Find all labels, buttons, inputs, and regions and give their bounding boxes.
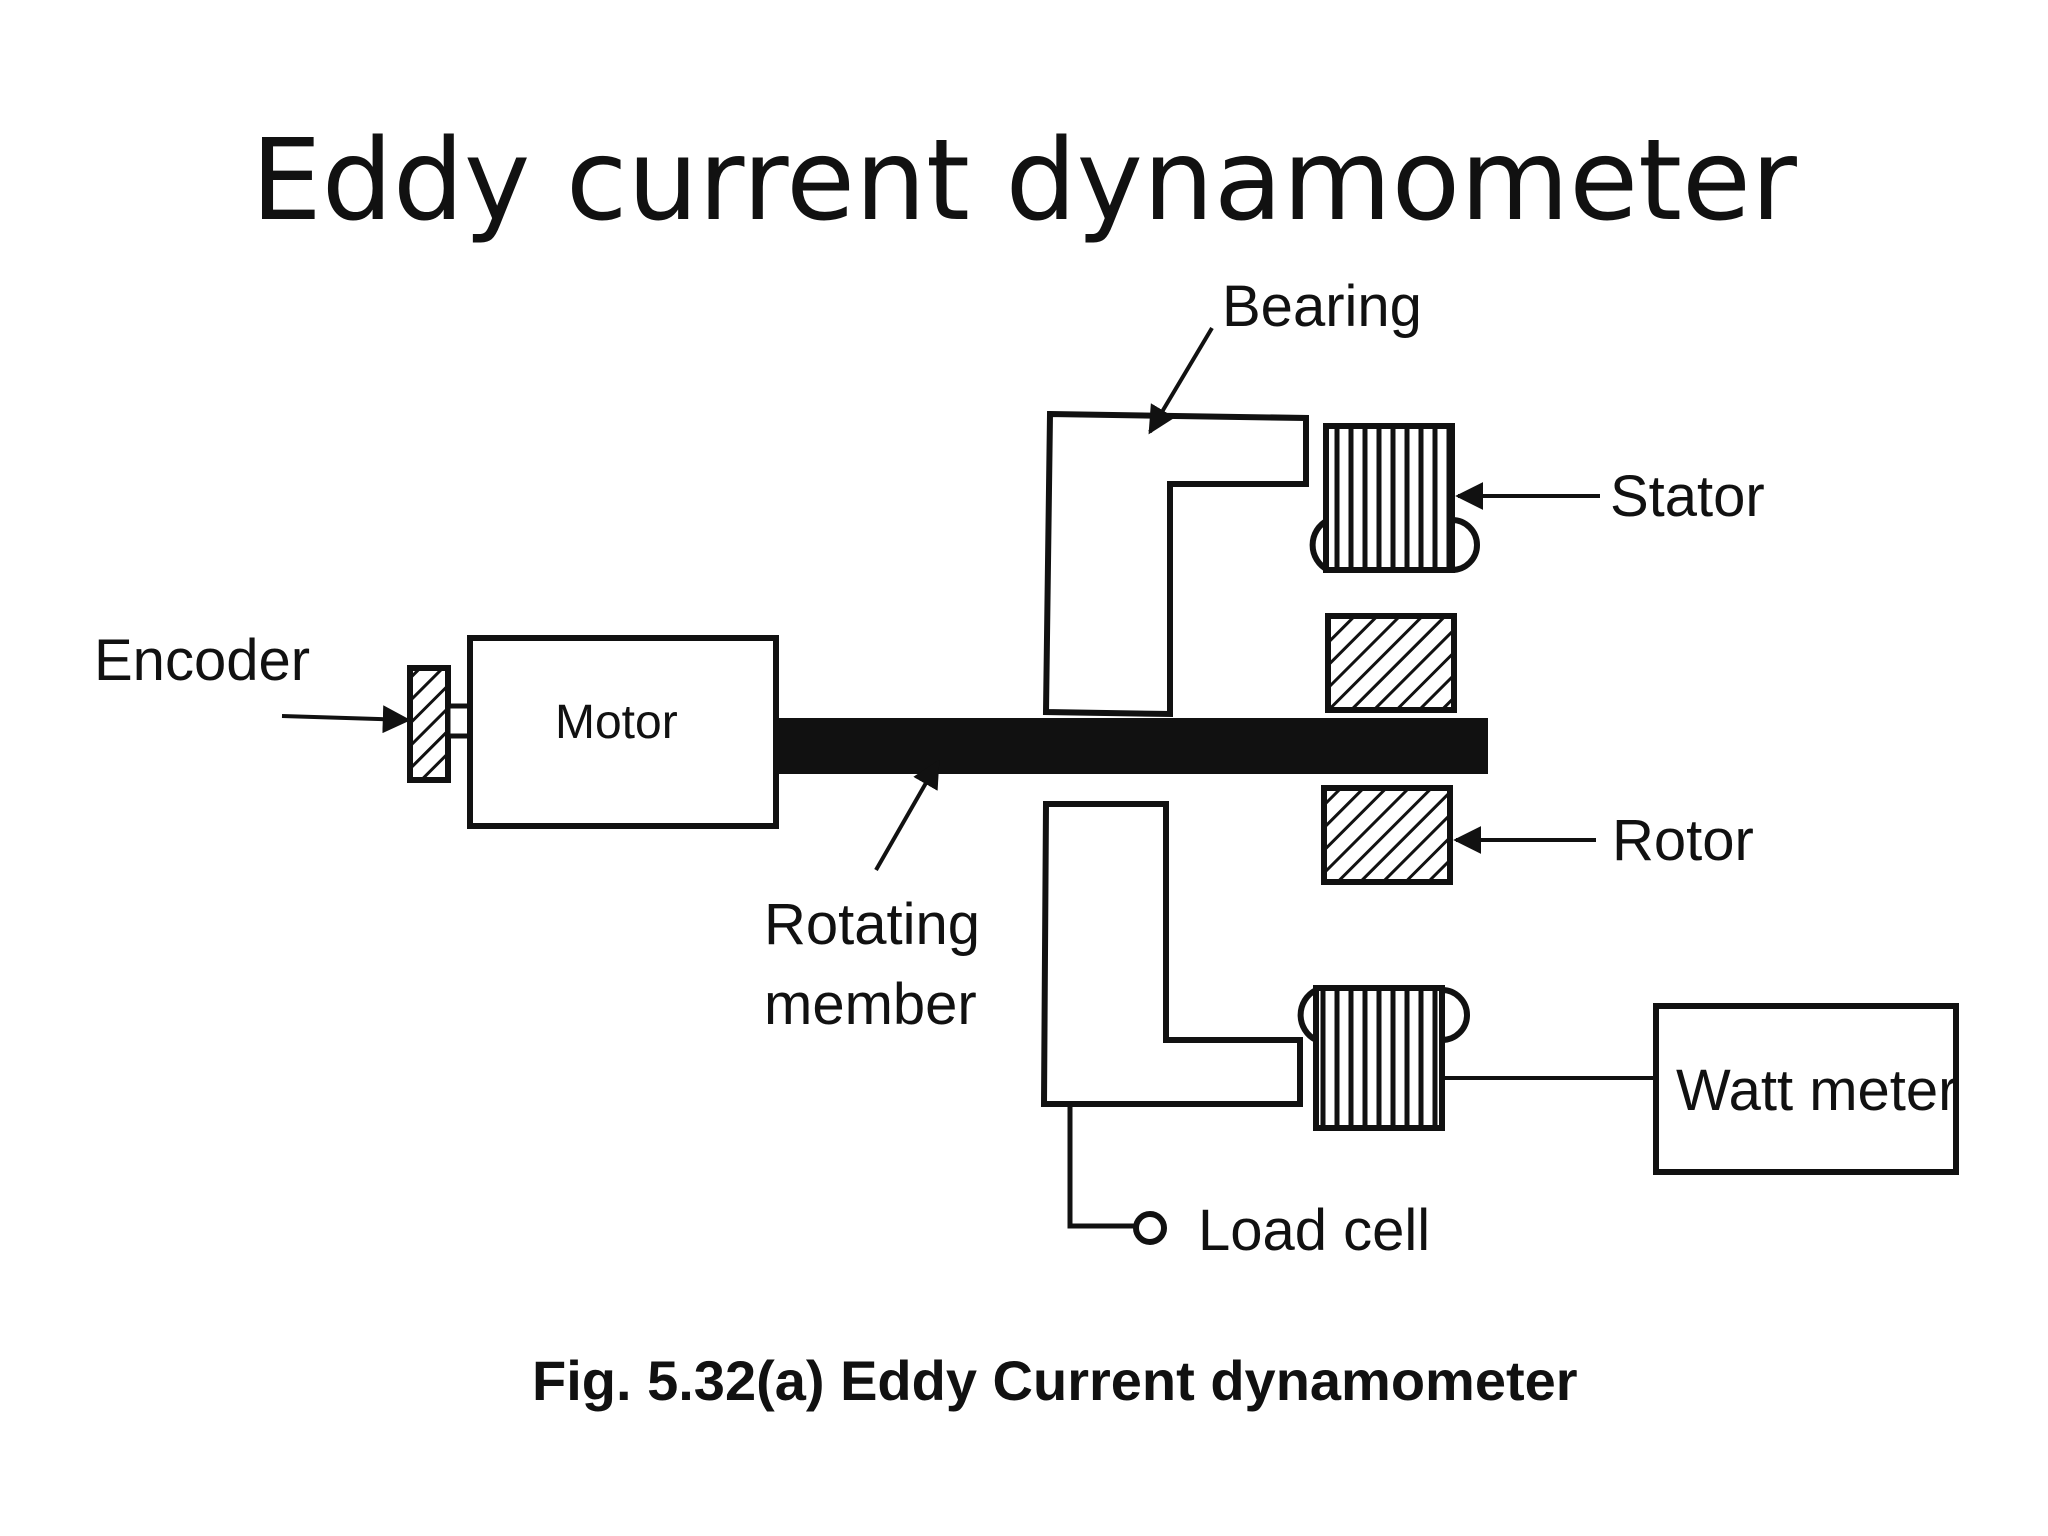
- load-cell-terminal: [1133, 1211, 1167, 1245]
- rotating-member-label-1: Rotating: [764, 892, 980, 957]
- lower-rotor-disc: [1321, 785, 1453, 885]
- lower-stator-coil: [1313, 985, 1445, 1131]
- encoder-arrow: [281, 705, 411, 734]
- rotating-shaft: [776, 718, 1488, 774]
- encoder-block: [407, 665, 451, 783]
- figure-caption: Fig. 5.32(a) Eddy Current dynamometer: [532, 1349, 1578, 1412]
- watt-meter-label: Watt meter: [1676, 1058, 1957, 1123]
- motor-label: Motor: [555, 696, 678, 749]
- encoder-coupling: [445, 703, 473, 739]
- load-cell-wire: [1067, 1104, 1136, 1229]
- lower-stator-coil-end-left: [1297, 987, 1318, 1043]
- upper-stator-coil-end-right: [1451, 517, 1480, 573]
- upper-stator-coil-end-left: [1309, 517, 1330, 573]
- upper-rotor-disc: [1325, 613, 1457, 713]
- upper-bearing-housing: [1042, 410, 1309, 718]
- lower-stator-coil-end-right: [1441, 987, 1470, 1043]
- load-cell-label: Load cell: [1198, 1198, 1430, 1263]
- bearing-arrow: [1148, 326, 1214, 435]
- slide-title: Eddy current dynamometer: [251, 116, 1797, 246]
- upper-stator-coil: [1323, 423, 1455, 573]
- stator-label: Stator: [1610, 464, 1765, 529]
- rotating-member-arrow: [874, 759, 940, 871]
- bearing-label: Bearing: [1222, 274, 1422, 339]
- watt-meter-box: [1653, 1003, 1959, 1175]
- rotating-member-label-2: member: [764, 972, 977, 1037]
- rotor-label: Rotor: [1612, 808, 1754, 873]
- motor-box: [467, 635, 779, 829]
- lower-bearing-housing: [1040, 801, 1303, 1107]
- encoder-label: Encoder: [94, 628, 310, 693]
